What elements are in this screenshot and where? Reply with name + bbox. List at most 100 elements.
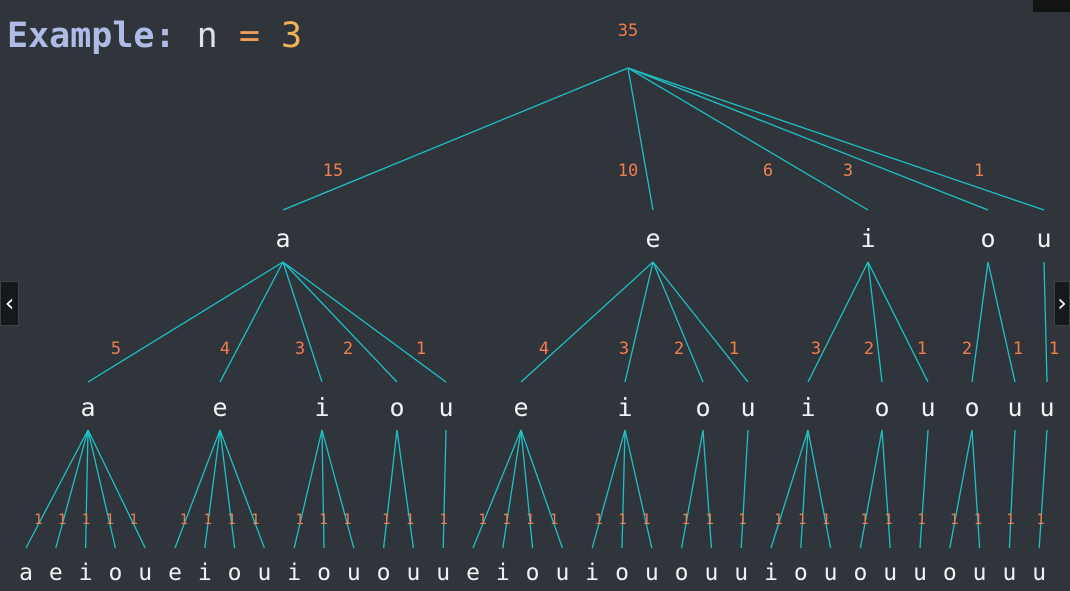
count-leaf-o: 1 bbox=[106, 512, 114, 528]
edge-level2-i bbox=[807, 261, 869, 383]
count-level1-a: 15 bbox=[323, 161, 343, 181]
node-level2-a: a bbox=[80, 393, 95, 422]
edge-level2-i bbox=[282, 261, 323, 383]
next-slide-button[interactable]: › bbox=[1054, 281, 1070, 326]
edge-level2-a bbox=[87, 261, 284, 383]
count-leaf-o: 1 bbox=[682, 512, 690, 528]
node-level2-e: e bbox=[212, 393, 227, 422]
node-level2-o: o bbox=[964, 393, 979, 422]
leaf-u: u bbox=[913, 560, 927, 586]
edge-root-u bbox=[627, 67, 1045, 211]
edge-level2-e bbox=[219, 261, 284, 383]
leaf-i: i bbox=[79, 560, 93, 586]
corner-tab bbox=[1033, 0, 1070, 12]
node-level1-e: e bbox=[645, 224, 660, 253]
count-level2-o: 2 bbox=[864, 339, 874, 359]
count-leaf-o: 1 bbox=[861, 512, 869, 528]
edge-leaf-u bbox=[807, 429, 832, 549]
count-leaf-u: 1 bbox=[343, 512, 351, 528]
leaf-o: o bbox=[615, 560, 629, 586]
edge-leaf-o bbox=[621, 429, 626, 549]
leaf-u: u bbox=[436, 560, 450, 586]
leaf-u: u bbox=[1002, 560, 1016, 586]
edge-leaf-u bbox=[1008, 429, 1016, 549]
edge-level2-u bbox=[867, 261, 929, 383]
edge-leaf-u bbox=[1038, 429, 1048, 549]
count-leaf-e: 1 bbox=[58, 512, 66, 528]
count-leaf-u: 1 bbox=[706, 512, 714, 528]
edge-leaf-i bbox=[770, 429, 809, 549]
count-level1-o: 3 bbox=[843, 161, 853, 181]
count-leaf-u: 1 bbox=[1006, 512, 1014, 528]
edge-level2-i bbox=[624, 261, 654, 383]
count-level1-i: 6 bbox=[763, 161, 773, 181]
n-value: 3 bbox=[280, 16, 303, 56]
edge-level2-u bbox=[987, 261, 1016, 383]
leaf-e: e bbox=[168, 560, 182, 586]
node-level1-a: a bbox=[275, 224, 290, 253]
count-level2-o: 2 bbox=[343, 339, 353, 359]
leaf-o: o bbox=[675, 560, 689, 586]
leaf-o: o bbox=[228, 560, 242, 586]
edge-leaf-u bbox=[702, 429, 713, 549]
count-level2-i: 3 bbox=[295, 339, 305, 359]
leaf-i: i bbox=[496, 560, 510, 586]
count-leaf-i: 1 bbox=[502, 512, 510, 528]
edge-leaf-u bbox=[520, 429, 564, 549]
leaf-i: i bbox=[198, 560, 212, 586]
count-leaf-u: 1 bbox=[822, 512, 830, 528]
node-level2-e: e bbox=[513, 393, 528, 422]
count-leaf-i: 1 bbox=[595, 512, 603, 528]
count-leaf-u: 1 bbox=[251, 512, 259, 528]
count-leaf-i: 1 bbox=[774, 512, 782, 528]
count-level2-u: 1 bbox=[917, 339, 927, 359]
count-level2-o: 2 bbox=[674, 339, 684, 359]
root-count: 35 bbox=[618, 21, 638, 41]
edge-leaf-i bbox=[293, 429, 323, 549]
count-leaf-u: 1 bbox=[1037, 512, 1045, 528]
node-level2-u: u bbox=[740, 393, 755, 422]
edge-leaf-o bbox=[520, 429, 534, 549]
count-level2-i: 3 bbox=[811, 339, 821, 359]
node-level2-o: o bbox=[695, 393, 710, 422]
node-level2-o: o bbox=[389, 393, 404, 422]
count-leaf-i: 1 bbox=[296, 512, 304, 528]
count-leaf-o: 1 bbox=[319, 512, 327, 528]
edge-leaf-u bbox=[219, 429, 266, 549]
edge-root-e bbox=[627, 67, 654, 211]
edge-level2-e bbox=[520, 261, 654, 383]
example-title: Example: n = 3 bbox=[7, 12, 302, 60]
chevron-left-icon: ‹ bbox=[4, 289, 15, 317]
edge-leaf-e bbox=[472, 429, 522, 549]
count-leaf-i: 1 bbox=[82, 512, 90, 528]
edge-leaf-e bbox=[174, 429, 221, 549]
previous-slide-button[interactable]: ‹ bbox=[0, 281, 19, 326]
leaf-u: u bbox=[138, 560, 152, 586]
edge-level2-u bbox=[1043, 261, 1048, 383]
count-leaf-u: 1 bbox=[917, 512, 925, 528]
variable-n: n bbox=[196, 16, 218, 56]
edge-level2-o bbox=[652, 261, 704, 383]
edge-root-i bbox=[627, 67, 869, 211]
count-leaf-o: 1 bbox=[382, 512, 390, 528]
edge-leaf-u bbox=[740, 429, 749, 549]
edge-level2-o bbox=[867, 261, 883, 383]
count-leaf-u: 1 bbox=[738, 512, 746, 528]
node-level2-o: o bbox=[874, 393, 889, 422]
edge-leaf-e bbox=[55, 429, 89, 549]
edge-leaf-u bbox=[624, 429, 653, 549]
leaf-u: u bbox=[883, 560, 897, 586]
count-level2-u: 1 bbox=[1013, 339, 1023, 359]
leaf-i: i bbox=[287, 560, 301, 586]
leaf-u: u bbox=[824, 560, 838, 586]
node-level2-i: i bbox=[800, 393, 815, 422]
node-level1-i: i bbox=[860, 224, 875, 253]
edge-leaf-a bbox=[25, 429, 89, 549]
edge-leaf-o bbox=[859, 429, 883, 549]
leaf-u: u bbox=[1032, 560, 1046, 586]
edge-leaf-i bbox=[591, 429, 626, 549]
edge-root-o bbox=[627, 67, 989, 211]
count-leaf-e: 1 bbox=[478, 512, 486, 528]
edge-leaf-o bbox=[321, 429, 325, 549]
node-level1-u: u bbox=[1036, 224, 1051, 253]
